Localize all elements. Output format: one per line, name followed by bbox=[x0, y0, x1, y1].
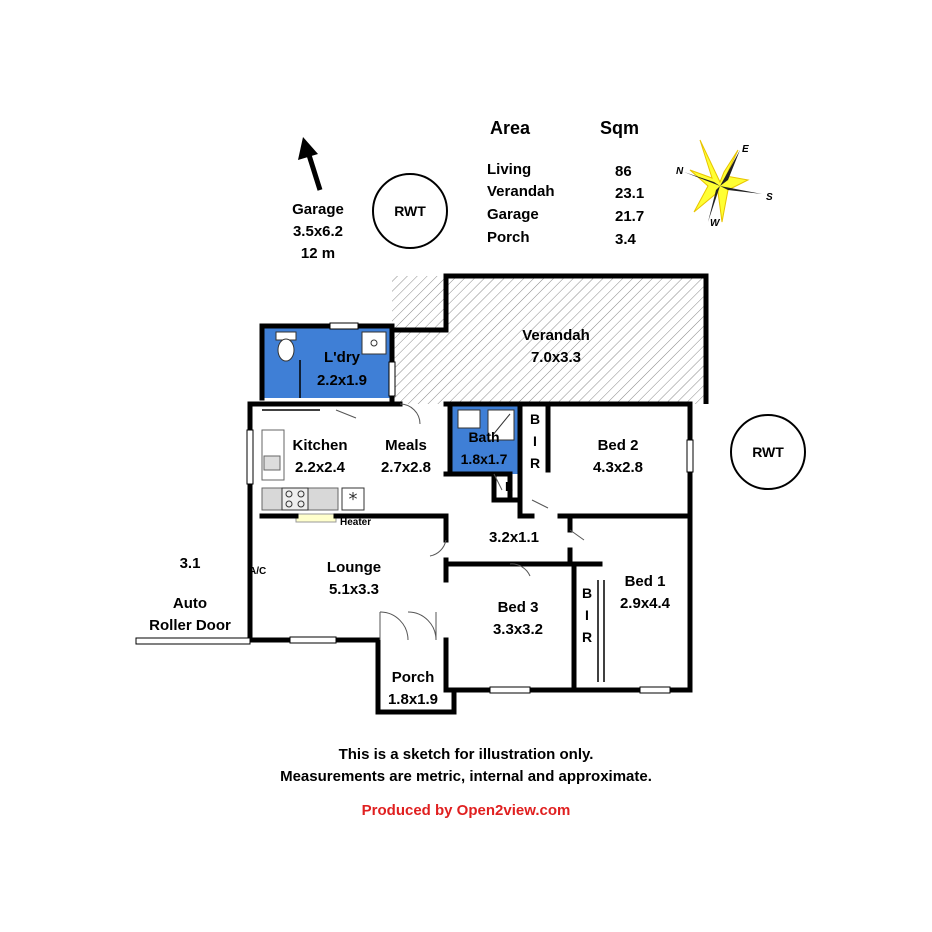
kitchen-dims: 2.2x2.4 bbox=[295, 459, 346, 476]
area-row-name: Living bbox=[487, 161, 531, 178]
lounge-label: Lounge bbox=[327, 559, 381, 576]
compass-rose-icon: E S N W bbox=[676, 139, 773, 229]
bath-dims: 1.8x1.7 bbox=[461, 451, 508, 467]
bir-label: I bbox=[585, 607, 589, 623]
verandah-dims: 7.0x3.3 bbox=[531, 349, 581, 366]
compass-w: W bbox=[710, 218, 721, 229]
vanity-icon bbox=[457, 409, 481, 429]
heater-icon bbox=[295, 513, 337, 523]
bir-label: I bbox=[533, 433, 537, 449]
disclaimer-line: This is a sketch for illustration only. bbox=[338, 746, 594, 763]
roller-door-label: Auto bbox=[173, 595, 207, 612]
verandah-area bbox=[392, 273, 709, 404]
sqm-header: Sqm bbox=[600, 118, 639, 138]
roller-door-width: 3.1 bbox=[180, 555, 201, 572]
bed3-dims: 3.3x3.2 bbox=[493, 621, 543, 638]
bir-label: B bbox=[530, 411, 540, 427]
garage-label: Garage bbox=[292, 201, 344, 218]
windows bbox=[135, 322, 694, 694]
bed1-label: Bed 1 bbox=[625, 573, 666, 590]
exhaust-fan-icon: * bbox=[341, 487, 365, 511]
verandah-label: Verandah bbox=[522, 327, 590, 344]
cooktop-icon bbox=[281, 487, 309, 511]
garage-dims: 3.5x6.2 bbox=[293, 223, 343, 240]
bir-label: B bbox=[582, 585, 592, 601]
area-row-name: Garage bbox=[487, 206, 539, 223]
area-row-sqm: 86 bbox=[615, 163, 632, 180]
shower-icon bbox=[487, 409, 515, 441]
area-row-sqm: 3.4 bbox=[615, 231, 637, 248]
hall-dims: 3.2x1.1 bbox=[489, 529, 539, 546]
laundry-dims: 2.2x1.9 bbox=[317, 372, 367, 389]
bir-label: R bbox=[530, 455, 540, 471]
laundry-tub-icon bbox=[361, 331, 387, 355]
area-row-name: Verandah bbox=[487, 183, 555, 200]
area-table: Area Sqm Living 86 Verandah 23.1 Garage … bbox=[487, 118, 644, 248]
area-row-sqm: 23.1 bbox=[615, 185, 644, 202]
laundry-label: L'dry bbox=[324, 349, 361, 366]
kitchen-label: Kitchen bbox=[292, 437, 347, 454]
lounge-dims: 5.1x3.3 bbox=[329, 581, 379, 598]
area-header: Area bbox=[490, 118, 531, 138]
toilet-icon bbox=[275, 331, 297, 362]
bed3-label: Bed 3 bbox=[498, 599, 539, 616]
rwt-tank-right: RWT bbox=[730, 414, 806, 490]
area-row-name: Porch bbox=[487, 229, 530, 246]
bed2-dims: 4.3x2.8 bbox=[593, 459, 643, 476]
bed2-label: Bed 2 bbox=[598, 437, 639, 454]
rwt-tank-left: RWT bbox=[372, 173, 448, 249]
linen-label: L bbox=[505, 479, 513, 494]
heater-label: Heater bbox=[340, 517, 371, 528]
disclaimer: This is a sketch for illustration only. … bbox=[0, 744, 932, 822]
north-arrow-icon bbox=[298, 137, 323, 191]
svg-text:RWT: RWT bbox=[752, 444, 784, 460]
svg-text:RWT: RWT bbox=[394, 203, 426, 219]
compass-s: S bbox=[766, 192, 773, 203]
meals-label: Meals bbox=[385, 437, 427, 454]
roller-door-label: Roller Door bbox=[149, 617, 231, 634]
garage-note: 12 m bbox=[301, 245, 335, 262]
area-row-sqm: 21.7 bbox=[615, 208, 644, 225]
porch-label: Porch bbox=[392, 669, 435, 686]
meals-dims: 2.7x2.8 bbox=[381, 459, 431, 476]
house-walls bbox=[247, 323, 693, 715]
compass-n: N bbox=[676, 166, 684, 177]
porch-dims: 1.8x1.9 bbox=[388, 691, 438, 708]
credit-line: Produced by Open2view.com bbox=[361, 802, 571, 819]
bath-label: Bath bbox=[468, 429, 499, 445]
ac-label: A/C bbox=[249, 566, 266, 577]
door-swings bbox=[335, 403, 585, 641]
bed1-dims: 2.9x4.4 bbox=[620, 595, 671, 612]
compass-e: E bbox=[742, 144, 749, 155]
bir-label: R bbox=[582, 629, 592, 645]
svg-text:*: * bbox=[349, 489, 358, 510]
disclaimer-line: Measurements are metric, internal and ap… bbox=[280, 768, 652, 785]
